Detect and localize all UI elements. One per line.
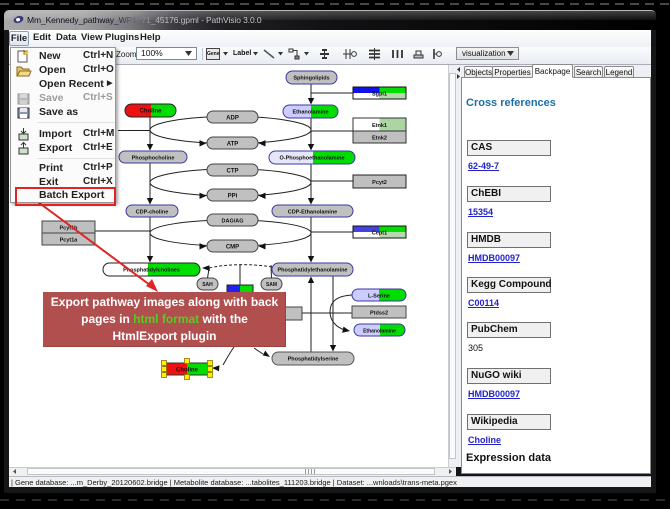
svg-text:PPi: PPi [228,194,238,200]
svg-text:Phosphatidylserine: Phosphatidylserine [288,357,339,363]
svg-text:Pcyt2: Pcyt2 [372,180,387,186]
svg-text:CDP-Ethanolamine: CDP-Ethanolamine [288,210,338,216]
svg-text:Phosphocholine: Phosphocholine [132,156,175,162]
svg-text:SAM: SAM [266,282,277,288]
svg-text:Ptdss2: Ptdss2 [370,311,388,317]
svg-text:ATP: ATP [227,142,239,148]
svg-text:Phosphatidylethanolamine: Phosphatidylethanolamine [278,268,348,274]
svg-text:O-Phosphoethanolamine: O-Phosphoethanolamine [279,156,344,162]
svg-text:ADP: ADP [226,116,239,122]
svg-text:Choline: Choline [176,368,199,374]
svg-text:Etnk2: Etnk2 [372,136,387,142]
svg-text:CDP-choline: CDP-choline [136,210,169,216]
svg-text:Sgpl1: Sgpl1 [372,92,387,98]
svg-text:Etnk1: Etnk1 [372,123,387,129]
svg-text:Pcyt1b: Pcyt1b [59,226,78,232]
svg-text:L-Serine: L-Serine [368,294,390,300]
svg-text:Ethanolamine: Ethanolamine [363,329,396,335]
svg-text:Ethanolamine: Ethanolamine [292,110,328,116]
svg-text:CMP: CMP [226,245,239,251]
svg-text:Sphingolipids: Sphingolipids [293,76,329,82]
svg-text:Phosphatidylcholines: Phosphatidylcholines [123,268,180,274]
svg-text:Cept1: Cept1 [372,231,387,237]
svg-text:Choline: Choline [140,109,163,115]
svg-text:SAH: SAH [202,282,213,288]
svg-text:DAG/AG: DAG/AG [222,219,244,225]
svg-text:Pcyt1a: Pcyt1a [60,238,79,244]
svg-text:CTP: CTP [227,169,239,175]
